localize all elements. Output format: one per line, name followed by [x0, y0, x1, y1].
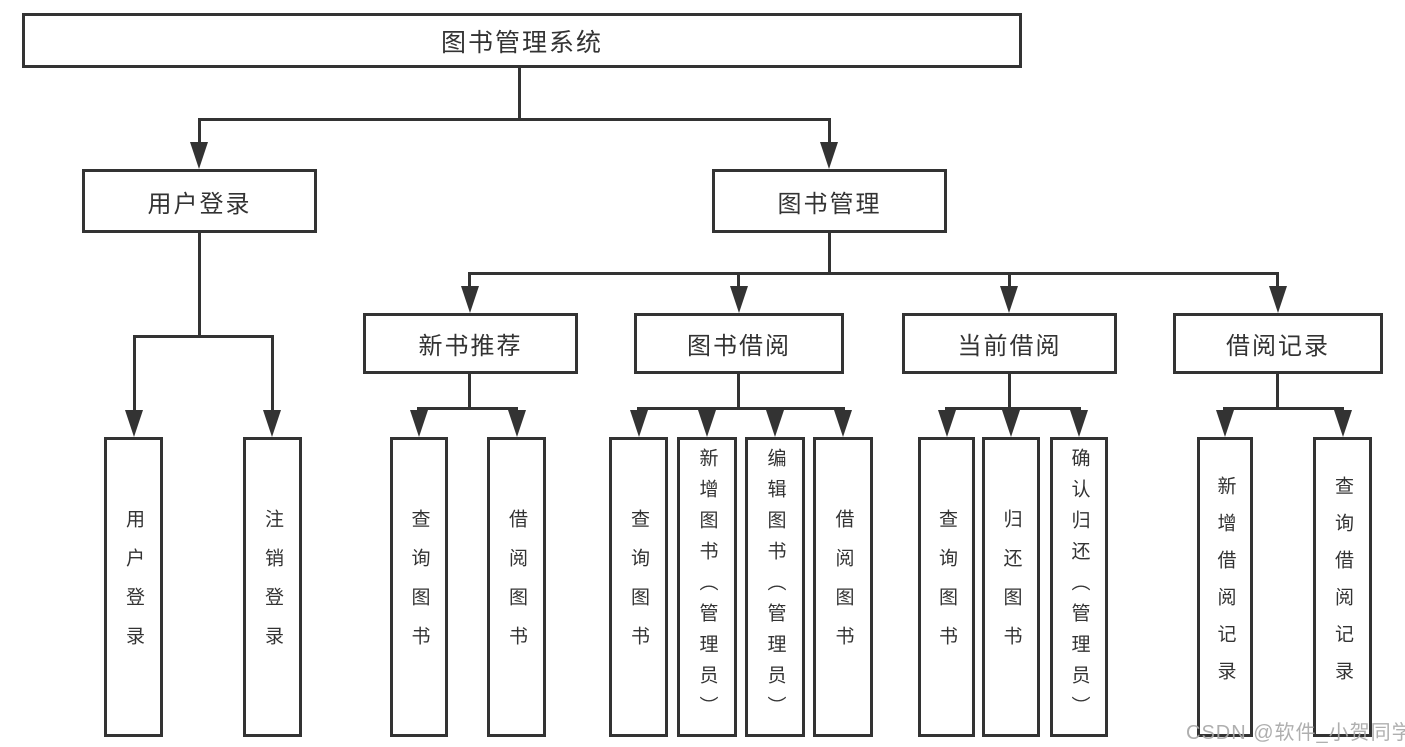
- connector-drop: [1008, 275, 1011, 288]
- leaf-label: 确认归还（管理员）: [1068, 447, 1090, 727]
- arrow-down-icon: [125, 410, 143, 437]
- node-borrowing-records: 借阅记录: [1173, 313, 1383, 374]
- connector-user-login-stem: [198, 233, 201, 336]
- connector-drop: [828, 120, 831, 144]
- node-label: 用户登录: [147, 190, 252, 218]
- leaf-label: 归还图书: [1000, 509, 1022, 665]
- connector-drop: [271, 338, 274, 412]
- leaf-borrow-books-recommend: 借阅图书: [487, 437, 546, 737]
- leaf-add-books-admin: 新增图书（管理员）: [677, 437, 737, 737]
- node-label: 借阅记录: [1226, 333, 1330, 360]
- connector-borrowing-stem: [737, 374, 740, 410]
- connector-drop: [133, 338, 136, 412]
- leaf-label: 查询图书: [408, 509, 430, 665]
- connector-current-hline: [945, 407, 1081, 410]
- arrow-down-icon: [1000, 286, 1018, 313]
- arrow-down-icon: [1269, 286, 1287, 313]
- node-new-book-recommend: 新书推荐: [363, 313, 578, 374]
- arrow-down-icon: [1334, 410, 1352, 437]
- leaf-label: 编辑图书（管理员）: [764, 447, 786, 727]
- connector-level3-hline: [468, 272, 1279, 275]
- arrow-down-icon: [630, 410, 648, 437]
- connector-level2-hline: [198, 118, 831, 121]
- node-current-borrowing: 当前借阅: [902, 313, 1117, 374]
- leaf-query-books-borrowing: 查询图书: [609, 437, 668, 737]
- leaf-edit-books-admin: 编辑图书（管理员）: [745, 437, 805, 737]
- watermark-text: CSDN @软件_小贺同学: [1186, 722, 1405, 744]
- arrow-down-icon: [508, 410, 526, 437]
- node-label: 新书推荐: [418, 333, 523, 360]
- connector-records-stem: [1276, 374, 1279, 410]
- leaf-label: 注销登录: [262, 509, 283, 665]
- arrow-down-icon: [410, 410, 428, 437]
- node-library-system: 图书管理系统: [22, 13, 1022, 68]
- node-label: 当前借阅: [957, 333, 1062, 360]
- leaf-query-borrow-record: 查询借阅记录: [1313, 437, 1372, 737]
- leaf-label: 借阅图书: [832, 509, 854, 665]
- node-label: 图书管理系统: [440, 28, 603, 57]
- node-label: 图书管理: [777, 190, 882, 218]
- leaf-label: 查询图书: [936, 509, 957, 665]
- node-book-borrowing: 图书借阅: [634, 313, 844, 374]
- arrow-down-icon: [938, 410, 956, 437]
- arrow-down-icon: [698, 410, 716, 437]
- arrow-down-icon: [190, 142, 208, 169]
- arrow-down-icon: [263, 410, 281, 437]
- leaf-confirm-return-admin: 确认归还（管理员）: [1050, 437, 1108, 737]
- connector-user-login-hline: [133, 335, 274, 338]
- connector-drop: [198, 120, 201, 144]
- leaf-return-books: 归还图书: [982, 437, 1040, 737]
- connector-drop: [1276, 275, 1279, 288]
- arrow-down-icon: [834, 410, 852, 437]
- arrow-down-icon: [730, 286, 748, 313]
- leaf-label: 借阅图书: [506, 509, 527, 665]
- connector-book-mgmt-stem: [828, 233, 831, 274]
- leaf-logout: 注销登录: [243, 437, 302, 737]
- node-user-login: 用户登录: [82, 169, 317, 233]
- arrow-down-icon: [1002, 410, 1020, 437]
- connector-current-stem: [1008, 374, 1011, 410]
- leaf-label: 用户登录: [123, 509, 144, 665]
- arrow-down-icon: [820, 142, 838, 169]
- leaf-label: 查询图书: [628, 509, 649, 665]
- arrow-down-icon: [766, 410, 784, 437]
- leaf-borrow-books-borrowing: 借阅图书: [813, 437, 873, 737]
- connector-drop: [468, 275, 471, 288]
- node-book-management: 图书管理: [712, 169, 947, 233]
- connector-drop: [737, 275, 740, 288]
- leaf-query-books-current: 查询图书: [918, 437, 975, 737]
- connector-recommend-hline: [417, 407, 518, 410]
- leaf-label: 查询借阅记录: [1332, 476, 1353, 698]
- leaf-query-books-recommend: 查询图书: [390, 437, 448, 737]
- connector-root-stem: [518, 68, 521, 119]
- arrow-down-icon: [1216, 410, 1234, 437]
- connector-records-hline: [1223, 407, 1344, 410]
- node-label: 图书借阅: [687, 333, 791, 360]
- leaf-user-login: 用户登录: [104, 437, 163, 737]
- connector-borrowing-hline: [637, 407, 845, 410]
- leaf-label: 新增图书（管理员）: [696, 447, 718, 727]
- arrow-down-icon: [461, 286, 479, 313]
- leaf-add-borrow-record: 新增借阅记录: [1197, 437, 1253, 737]
- connector-recommend-stem: [468, 374, 471, 410]
- leaf-label: 新增借阅记录: [1214, 476, 1236, 698]
- arrow-down-icon: [1070, 410, 1088, 437]
